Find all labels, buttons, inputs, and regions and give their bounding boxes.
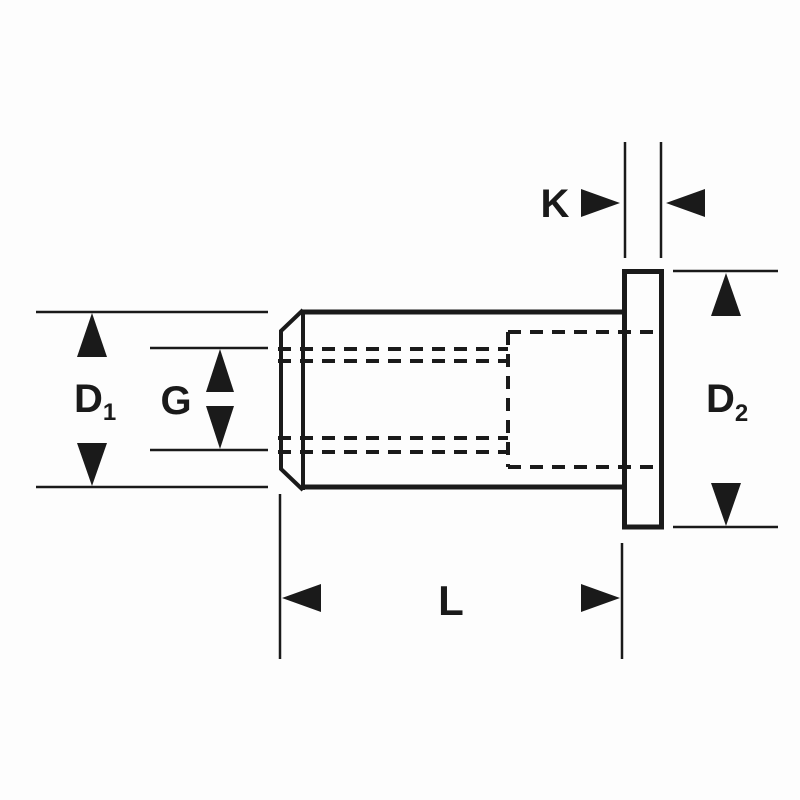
arrow-right-icon [581, 584, 620, 612]
arrow-down-icon [77, 443, 107, 486]
arrow-right-icon [581, 189, 620, 217]
arrow-left-icon [666, 189, 705, 217]
k-label: K [541, 182, 570, 226]
arrow-up-icon [206, 349, 234, 392]
arrow-left-icon [282, 584, 321, 612]
dimension-g: G [150, 346, 268, 452]
rivet-nut-body [278, 269, 664, 530]
flange-outline [622, 269, 664, 530]
nose-chamfer-outline [279, 308, 305, 492]
g-label: G [160, 379, 191, 423]
arrow-down-icon [711, 483, 741, 526]
arrow-up-icon [711, 273, 741, 316]
dimension-l: L [278, 494, 624, 659]
dimension-d1: D1 [36, 310, 268, 489]
arrow-down-icon [206, 406, 234, 449]
arrow-up-icon [77, 313, 107, 357]
dimension-k: K [541, 142, 705, 258]
d1-label: D1 [74, 377, 116, 426]
d2-label: D2 [706, 377, 748, 427]
dimension-d2: D2 [673, 269, 778, 529]
l-label: L [438, 577, 464, 624]
